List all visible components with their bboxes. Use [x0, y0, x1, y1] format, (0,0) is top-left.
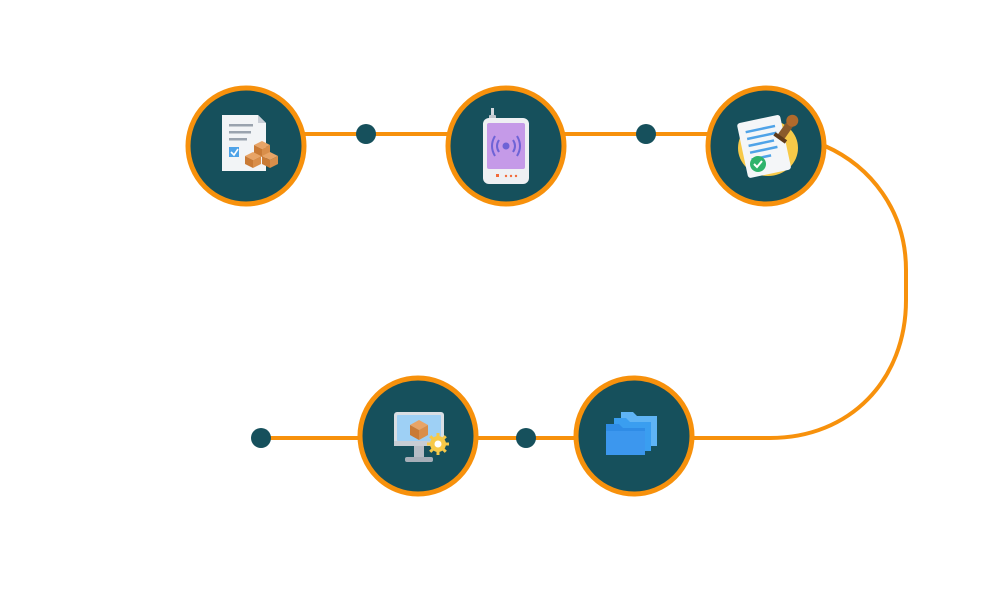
step-node-4	[573, 375, 695, 497]
connector-dot-end	[251, 428, 271, 448]
connector-dot	[516, 428, 536, 448]
computer-package-settings-icon	[394, 412, 449, 462]
stamped-approval-document-icon	[737, 114, 799, 178]
step-node-3	[705, 85, 827, 207]
step-node-2	[445, 85, 567, 207]
step-node-5	[357, 375, 479, 497]
stacked-folders-icon	[606, 412, 657, 455]
rfid-handheld-scanner-icon	[483, 108, 529, 184]
gear-icon	[427, 433, 449, 455]
inventory-document-boxes-icon	[222, 115, 278, 171]
connector-dot	[356, 124, 376, 144]
connector-dot	[636, 124, 656, 144]
step-node-1	[185, 85, 307, 207]
